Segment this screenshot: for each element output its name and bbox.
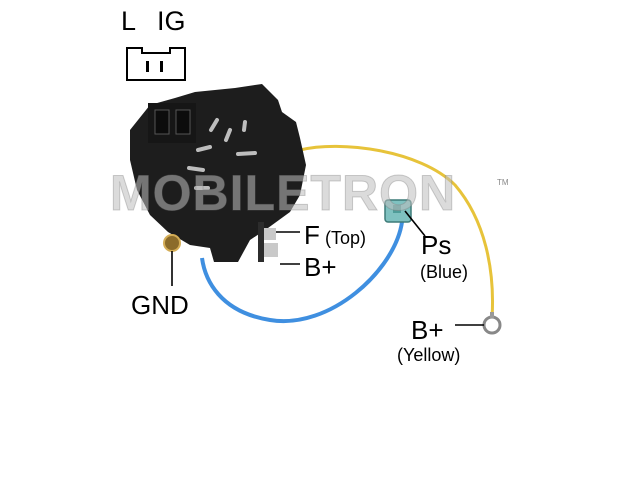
blue-wire [200, 221, 404, 324]
label-f-note: (Top) [325, 228, 367, 248]
ground-screw [163, 234, 181, 252]
label-b-plus-wire-note: (Yellow) [397, 345, 461, 365]
regulator-housing [130, 84, 306, 262]
vent-slots [187, 118, 257, 190]
label-b-plus: B+ [304, 252, 337, 282]
leader-lines [171, 210, 484, 326]
label-ig: IG [157, 6, 186, 36]
trademark-mark: TM [497, 178, 509, 187]
label-ps: Ps [421, 230, 452, 260]
b-plus-ring-terminal [482, 312, 502, 335]
watermark-text: MOBILETRON [109, 165, 457, 221]
label-gnd: GND [131, 290, 189, 320]
label-l: L [121, 6, 137, 36]
label-f: F [304, 220, 320, 250]
label-b-plus-wire: B+ [411, 315, 444, 345]
yellow-wire [299, 144, 494, 319]
ps-plug [384, 199, 412, 223]
label-ps-note: (Blue) [420, 262, 469, 282]
connector-symbol [126, 47, 186, 81]
